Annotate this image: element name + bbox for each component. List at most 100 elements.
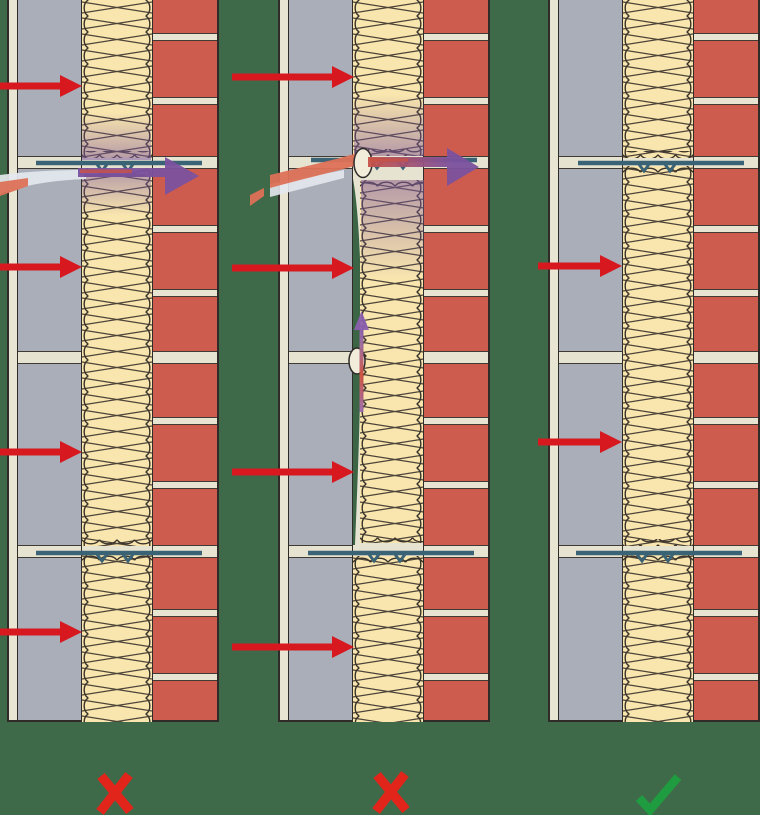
heat-flow-arrow bbox=[232, 461, 354, 483]
air-leak-graphic-joint bbox=[0, 157, 199, 196]
plaster-lining bbox=[550, 0, 558, 720]
mortar-joint bbox=[424, 417, 488, 425]
warm-draught-streak bbox=[250, 188, 264, 206]
outer-brick-leaf bbox=[424, 0, 488, 720]
warm-air-glow bbox=[361, 180, 424, 280]
mortar-joint bbox=[153, 289, 217, 297]
mortar-joint-wide bbox=[694, 351, 758, 364]
floor-joint-band bbox=[559, 351, 622, 364]
warm-air-core bbox=[80, 169, 132, 173]
verdict-cross-icon bbox=[372, 771, 410, 814]
mortar-joint bbox=[153, 673, 217, 681]
mortar-joint bbox=[694, 97, 758, 105]
heat-flow-arrow bbox=[0, 441, 82, 463]
mortar-joint bbox=[424, 673, 488, 681]
mortar-joint bbox=[153, 33, 217, 41]
heat-flow-arrow bbox=[0, 75, 82, 97]
wall-outer-edge-left bbox=[7, 0, 9, 720]
mortar-joint bbox=[424, 609, 488, 617]
mortar-joint bbox=[694, 481, 758, 489]
insulation-batt bbox=[82, 554, 152, 722]
mortar-joint bbox=[153, 417, 217, 425]
insulation-brick-boundary bbox=[152, 0, 153, 720]
air-leak-arrow bbox=[368, 148, 479, 186]
cavity-barrier-line bbox=[578, 160, 744, 174]
inner-leaf-blockwork bbox=[289, 0, 352, 720]
mortar-joint bbox=[424, 97, 488, 105]
barrier-clip-icon bbox=[366, 552, 408, 564]
insulation-batt bbox=[82, 168, 152, 546]
insulation-batt bbox=[353, 556, 423, 722]
rising-air-leak-shaft bbox=[359, 329, 364, 412]
wall-outer-edge-left bbox=[278, 0, 280, 720]
lining-joint-line bbox=[558, 0, 559, 720]
warm-air-core bbox=[370, 158, 408, 162]
outer-brick-leaf bbox=[153, 0, 217, 720]
mortar-joint bbox=[424, 481, 488, 489]
insulation-batt bbox=[623, 166, 693, 546]
mortar-joint bbox=[694, 33, 758, 41]
warm-air-glow bbox=[354, 94, 424, 156]
mortar-joint-wide bbox=[424, 351, 488, 364]
air-leak-graphic-joint bbox=[250, 147, 479, 206]
barrier-clip-icon bbox=[94, 552, 136, 564]
plaster-lining bbox=[280, 0, 288, 720]
air-leak-arrow bbox=[78, 157, 199, 195]
insulation-column bbox=[623, 0, 693, 722]
cavity-barrier-line bbox=[576, 550, 742, 564]
insulation-batt bbox=[623, 0, 693, 158]
cold-draught-streak bbox=[0, 170, 86, 194]
wall-section-3 bbox=[548, 0, 760, 722]
lining-joint-line bbox=[17, 0, 18, 720]
mortar-joint bbox=[424, 225, 488, 233]
barrier-clip-icon bbox=[634, 552, 676, 564]
wall-outer-edge-right bbox=[758, 0, 760, 720]
warm-draught-streak bbox=[270, 153, 358, 188]
wall-insulation-boundary bbox=[622, 0, 623, 720]
heat-flow-arrow bbox=[232, 257, 354, 279]
inner-leaf-blockwork bbox=[559, 0, 622, 720]
wall-section-1 bbox=[7, 0, 219, 722]
heat-flow-arrow bbox=[0, 256, 82, 278]
heat-flow-arrow bbox=[232, 66, 354, 88]
rising-air-leak-arrowhead bbox=[354, 311, 369, 330]
heat-flow-arrow bbox=[232, 636, 354, 658]
cold-draught-streak bbox=[270, 170, 344, 197]
mortar-joint bbox=[694, 225, 758, 233]
floor-joint-band bbox=[289, 351, 352, 364]
warm-air-glow bbox=[82, 112, 151, 160]
mortar-joint bbox=[694, 289, 758, 297]
verdict-check-icon bbox=[635, 774, 682, 815]
mortar-joint bbox=[694, 609, 758, 617]
warm-draught-streak bbox=[0, 178, 28, 196]
cavity-barrier-line bbox=[308, 550, 474, 564]
mortar-joint bbox=[153, 609, 217, 617]
barrier-clip-icon bbox=[636, 162, 678, 174]
wall-outer-edge-left bbox=[548, 0, 550, 720]
heat-flow-arrow bbox=[538, 255, 622, 277]
heat-flow-arrow bbox=[538, 431, 622, 453]
cavity-barrier-line bbox=[36, 550, 202, 564]
heat-flow-arrow bbox=[0, 621, 82, 643]
mortar-joint bbox=[153, 225, 217, 233]
mortar-joint bbox=[153, 97, 217, 105]
lining-joint-line bbox=[288, 0, 289, 720]
mortar-joint bbox=[424, 289, 488, 297]
insulation-brick-boundary bbox=[423, 0, 424, 720]
outer-brick-leaf bbox=[694, 0, 758, 720]
mortar-joint bbox=[424, 33, 488, 41]
wall-outer-edge-right bbox=[217, 0, 219, 720]
insulation-column bbox=[82, 0, 152, 722]
insulation-brick-boundary bbox=[693, 0, 694, 720]
mortar-joint bbox=[694, 417, 758, 425]
air-leak-graphic-cavity bbox=[348, 311, 369, 412]
insulation-batt bbox=[623, 554, 693, 722]
plaster-lining bbox=[9, 0, 17, 720]
inner-leaf-blockwork bbox=[18, 0, 81, 720]
warm-air-glow bbox=[82, 170, 151, 216]
mortar-joint-wide bbox=[153, 351, 217, 364]
verdict-cross-icon bbox=[96, 772, 134, 815]
wall-insulation-boundary bbox=[81, 0, 82, 720]
wall-outer-edge-right bbox=[488, 0, 490, 720]
